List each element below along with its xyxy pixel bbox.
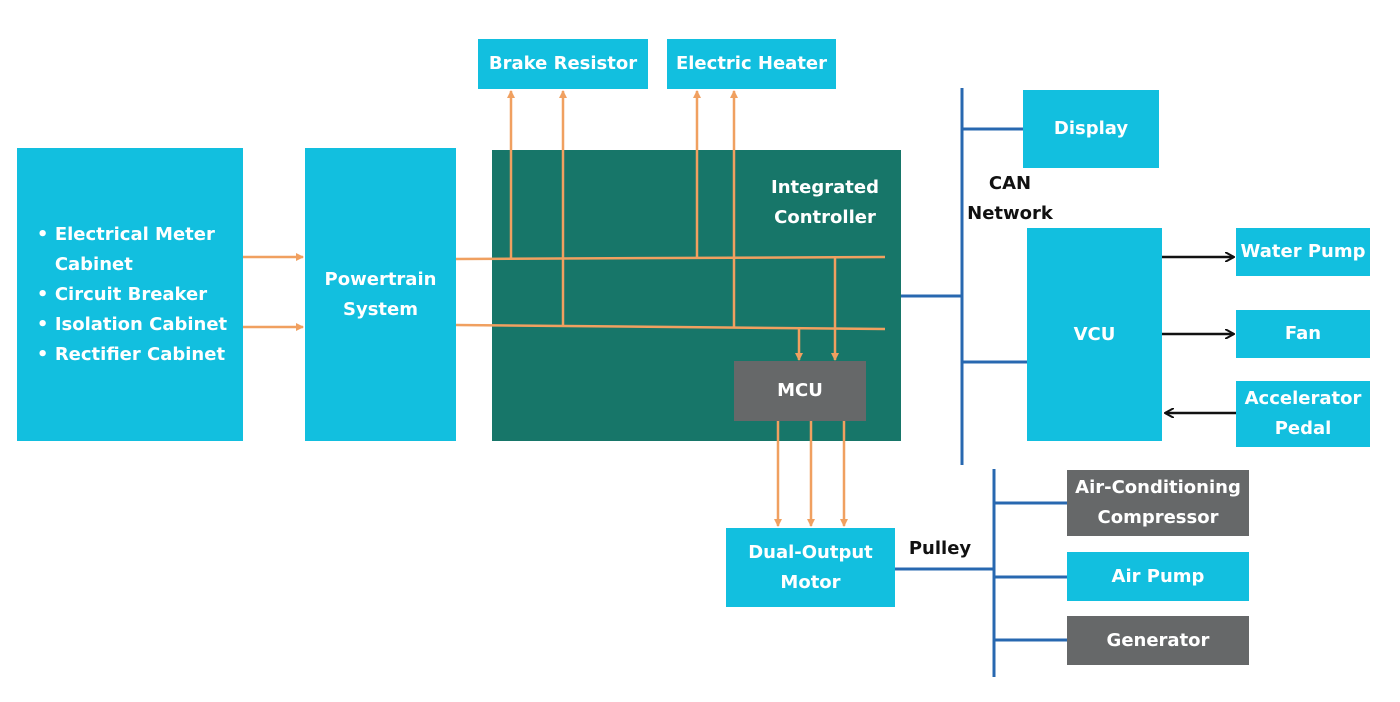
ac-compressor-line1: Air-Conditioning (1075, 477, 1241, 498)
powertrain-label-line1: Powertrain (324, 268, 437, 290)
pulley-label: Pulley (908, 538, 972, 559)
ac-compressor-line2: Compressor (1097, 507, 1219, 528)
power-source-box: Electrical Meter Cabinet Circuit Breaker… (17, 148, 243, 441)
fan-label: Fan (1284, 323, 1322, 344)
air-pump-label: Air Pump (1111, 565, 1205, 587)
integrated-controller-label: Integrated Controller (744, 173, 906, 233)
integrated-controller-line1: Integrated (771, 177, 879, 198)
vcu-label: VCU (1073, 323, 1116, 345)
ac-compressor-box: Air-Conditioning Compressor (1067, 470, 1249, 536)
powertrain-system-box: Powertrain System (305, 148, 456, 441)
dual-output-motor-box: Dual-Output Motor (726, 528, 895, 607)
brake-resistor-box: Brake Resistor (478, 39, 648, 89)
display-box: Display (1023, 90, 1159, 168)
dual-output-motor-line2: Motor (780, 571, 841, 593)
integrated-controller-line2: Controller (774, 207, 876, 228)
mcu-label: MCU (777, 380, 823, 401)
list-item: Circuit Breaker (33, 280, 227, 310)
dual-output-motor-line1: Dual-Output (748, 541, 873, 563)
air-pump-box: Air Pump (1067, 552, 1249, 601)
list-item: Cabinet (54, 253, 133, 275)
vcu-box: VCU (1027, 228, 1162, 441)
list-item: Isolation Cabinet (33, 310, 227, 340)
can-network-label: CAN Network (960, 169, 1060, 229)
accelerator-pedal-line2: Pedal (1274, 418, 1332, 439)
generator-box: Generator (1067, 616, 1249, 665)
brake-resistor-label: Brake Resistor (488, 53, 638, 74)
accelerator-pedal-line1: Accelerator (1244, 388, 1362, 409)
dc-bus-upper (455, 255, 886, 261)
generator-label: Generator (1106, 629, 1210, 651)
can-network-line2: Network (967, 203, 1053, 224)
mcu-box: MCU (734, 361, 866, 421)
fan-box: Fan (1236, 310, 1370, 358)
electric-heater-label: Electric Heater (675, 53, 828, 74)
dc-bus-lower (455, 323, 886, 331)
accelerator-pedal-box: Accelerator Pedal (1236, 381, 1370, 447)
water-pump-label: Water Pump (1240, 241, 1366, 262)
power-source-list: Electrical Meter Cabinet Circuit Breaker… (33, 220, 227, 370)
list-item: Rectifier Cabinet (33, 340, 227, 370)
can-network-line1: CAN (988, 173, 1032, 194)
water-pump-box: Water Pump (1236, 228, 1370, 276)
list-item: Electrical Meter (33, 220, 227, 250)
powertrain-label-line2: System (343, 298, 418, 320)
display-label: Display (1053, 118, 1129, 139)
electric-heater-box: Electric Heater (667, 39, 836, 89)
